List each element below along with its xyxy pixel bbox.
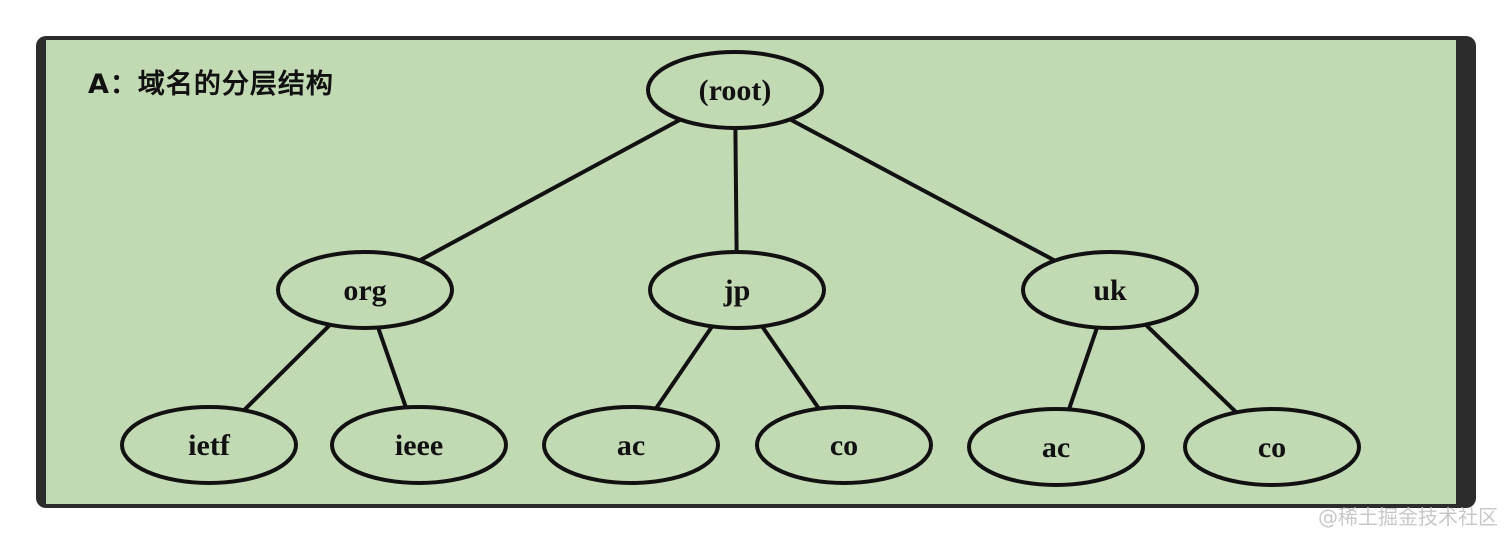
node-ellipse: [648, 250, 826, 330]
tree-nodes: (root) org jp uk ietf ieee ac co ac co: [120, 50, 1361, 487]
node-label: uk: [1093, 274, 1127, 307]
edge-root-jp: [733, 127, 739, 253]
edge-uk-uk-co: [1144, 323, 1238, 414]
node-jp: jp: [648, 250, 826, 330]
node-ellipse: [542, 405, 720, 485]
node-jp-ac: ac: [542, 405, 720, 485]
diagram-panel: [46, 40, 1456, 504]
node-ieee: ieee: [330, 405, 508, 485]
node-label: jp: [723, 274, 751, 307]
diagram-title: A：域名的分层结构: [88, 69, 334, 100]
node-root: (root): [646, 50, 824, 130]
edge-jp-jp-co: [760, 325, 821, 410]
node-label: org: [343, 274, 386, 307]
node-ellipse: [330, 405, 508, 485]
edge-uk-uk-ac: [1067, 326, 1099, 411]
node-ellipse: [1021, 250, 1199, 330]
edge-jp-jp-ac: [654, 325, 714, 410]
node-label: ac: [617, 429, 645, 462]
edge-root-uk: [789, 117, 1056, 263]
node-uk-ac: ac: [967, 407, 1145, 487]
node-ietf: ietf: [120, 405, 298, 485]
node-label: ieee: [395, 429, 443, 462]
node-label: (root): [699, 74, 772, 107]
node-org: org: [276, 250, 454, 330]
node-label: ietf: [188, 429, 231, 462]
watermark: @稀土掘金技术社区: [1318, 505, 1498, 529]
tree-edges: [242, 117, 1238, 414]
edge-org-ietf: [242, 323, 332, 412]
node-jp-co: co: [755, 405, 933, 485]
node-uk-co: co: [1183, 407, 1361, 487]
node-ellipse: [1183, 407, 1361, 487]
edge-org-ieee: [376, 326, 408, 409]
node-label: co: [1258, 431, 1286, 464]
node-ellipse: [276, 250, 454, 330]
edge-root-org: [418, 117, 682, 263]
node-ellipse: [755, 405, 933, 485]
node-ellipse: [120, 405, 298, 485]
node-label: ac: [1042, 431, 1070, 464]
node-uk: uk: [1021, 250, 1199, 330]
node-ellipse: [646, 50, 824, 130]
node-label: co: [830, 429, 858, 462]
node-ellipse: [967, 407, 1145, 487]
